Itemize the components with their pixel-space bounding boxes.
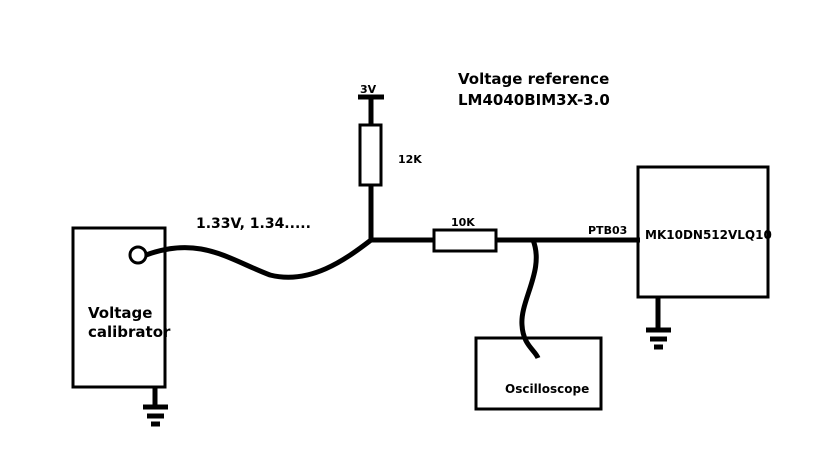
oscilloscope-probe <box>519 239 541 360</box>
supply-label: 3V <box>360 83 377 96</box>
ground-icon <box>646 297 671 350</box>
calibrator-terminal <box>128 245 148 265</box>
resistor-12k <box>358 123 383 187</box>
oscilloscope-label: Oscilloscope <box>505 382 589 396</box>
resistor-10k <box>432 228 498 253</box>
reference-title: Voltage reference <box>458 70 609 88</box>
pullup-label: 12K <box>398 153 422 166</box>
mcu-box <box>636 165 770 299</box>
series-resistor-label: 10K <box>451 216 475 229</box>
calibrator-label-1: Voltage <box>88 304 152 322</box>
calibrator-box <box>71 226 167 389</box>
reference-part: LM4040BIM3X-3.0 <box>458 91 610 109</box>
ground-icon <box>143 387 168 427</box>
calibrator-cable <box>145 238 373 280</box>
input-voltages-label: 1.33V, 1.34..... <box>196 216 311 232</box>
mcu-label: MK10DN512VLQ10 <box>645 228 772 242</box>
pin-label: PTB03 <box>588 224 627 237</box>
oscilloscope-box <box>474 336 603 411</box>
calibrator-label-2: calibrator <box>88 323 171 341</box>
